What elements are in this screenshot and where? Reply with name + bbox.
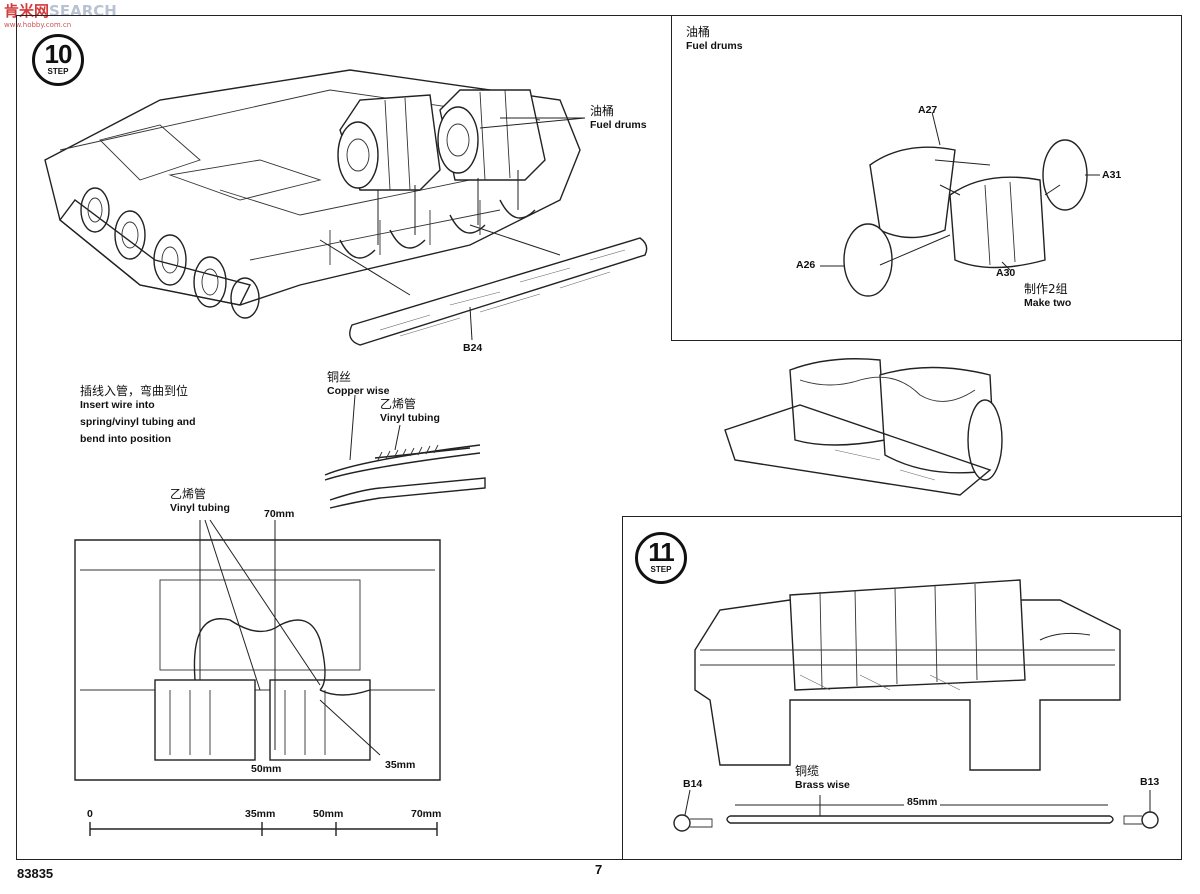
make-two-note: 制作2组 Make two xyxy=(1024,282,1071,310)
part-b14-label: B14 xyxy=(683,778,703,790)
part-b24-label: B24 xyxy=(463,342,483,354)
rear-vinyl-en: Vinyl tubing xyxy=(170,502,230,514)
step-10-word: STEP xyxy=(47,67,69,76)
fuel-drums-callout: 油桶 Fuel drums xyxy=(590,104,647,132)
insert-wire-en-1: Insert wire into xyxy=(80,399,155,411)
length-35mm-label: 35mm xyxy=(385,759,416,771)
watermark-char-2: 米 xyxy=(19,2,35,20)
fuel-drums-zh: 油桶 xyxy=(590,104,615,118)
brass-wire-en: Brass wise xyxy=(795,779,850,791)
step-11-number: 11 xyxy=(648,537,675,567)
vinyl-tubing-zh: 乙烯管 xyxy=(380,397,417,411)
detail-title-zh: 油桶 xyxy=(686,25,711,39)
ruler-tick-0: 0 xyxy=(87,808,93,820)
vinyl-tubing-label: 乙烯管 Vinyl tubing xyxy=(380,397,440,425)
part-b13-label: B13 xyxy=(1140,776,1160,788)
watermark-char-3: 网 xyxy=(34,2,50,20)
ruler-tick-70: 70mm xyxy=(411,808,442,820)
watermark-char-1: 肯 xyxy=(4,2,20,20)
vinyl-tubing-en: Vinyl tubing xyxy=(380,412,440,424)
copper-wire-label: 铜丝 Copper wise xyxy=(327,370,389,398)
watermark-logo: 肯米网SEARCH xyxy=(4,4,117,19)
part-a27-label: A27 xyxy=(918,104,938,116)
step-10-badge: 10 STEP xyxy=(32,34,84,86)
watermark-url: www.hobby.com.cn xyxy=(4,21,72,29)
step-11-badge: 11 STEP xyxy=(635,532,687,584)
page-number: 7 xyxy=(595,862,603,877)
step-11-word: STEP xyxy=(650,565,672,574)
rear-view-drawing xyxy=(74,519,441,781)
step11-panel-frame xyxy=(622,516,1182,860)
page-main-frame xyxy=(16,15,1182,860)
installed-drums-drawing xyxy=(724,358,1003,496)
kit-number: 83835 xyxy=(17,866,54,881)
insert-wire-zh: 插线入管，弯曲到位 xyxy=(80,384,189,398)
step11-hull-drawing xyxy=(694,579,1121,771)
make-two-en: Make two xyxy=(1024,297,1072,309)
brass-length-label: 85mm xyxy=(904,796,941,810)
step-10-number: 10 xyxy=(44,39,73,69)
rear-vinyl-label: 乙烯管 Vinyl tubing xyxy=(170,487,230,515)
detail-panel-frame xyxy=(671,15,1182,341)
wire-tubing-drawing xyxy=(324,394,486,509)
ruler-tick-35: 35mm xyxy=(245,808,276,820)
ruler-tick-50: 50mm xyxy=(313,808,344,820)
step10-hull-drawing xyxy=(44,69,648,346)
insert-wire-en-2: spring/vinyl tubing and xyxy=(80,416,196,429)
detail-title-en: Fuel drums xyxy=(686,40,743,52)
insert-wire-en-3: bend into position xyxy=(80,433,171,446)
copper-wire-zh: 铜丝 xyxy=(327,370,352,384)
insert-wire-note: 插线入管，弯曲到位 Insert wire into spring/vinyl … xyxy=(80,384,196,446)
copper-wire-en: Copper wise xyxy=(327,385,390,397)
detail-title: 油桶 Fuel drums xyxy=(686,25,743,53)
length-50mm-label: 50mm xyxy=(251,763,282,775)
brass-wire-label: 铜缆 Brass wise xyxy=(795,764,850,792)
length-70mm-label: 70mm xyxy=(264,508,295,520)
fuel-drums-en: Fuel drums xyxy=(590,119,647,131)
detail-drum-drawing xyxy=(820,111,1100,297)
brass-wire-zh: 铜缆 xyxy=(795,764,820,778)
measurement-ruler xyxy=(89,822,438,836)
rear-vinyl-zh: 乙烯管 xyxy=(170,487,207,501)
part-a31-label: A31 xyxy=(1102,169,1122,181)
watermark-search: SEARCH xyxy=(49,2,117,20)
part-a30-label: A30 xyxy=(996,267,1016,279)
make-two-zh: 制作2组 xyxy=(1024,282,1068,296)
part-a26-label: A26 xyxy=(796,259,816,271)
